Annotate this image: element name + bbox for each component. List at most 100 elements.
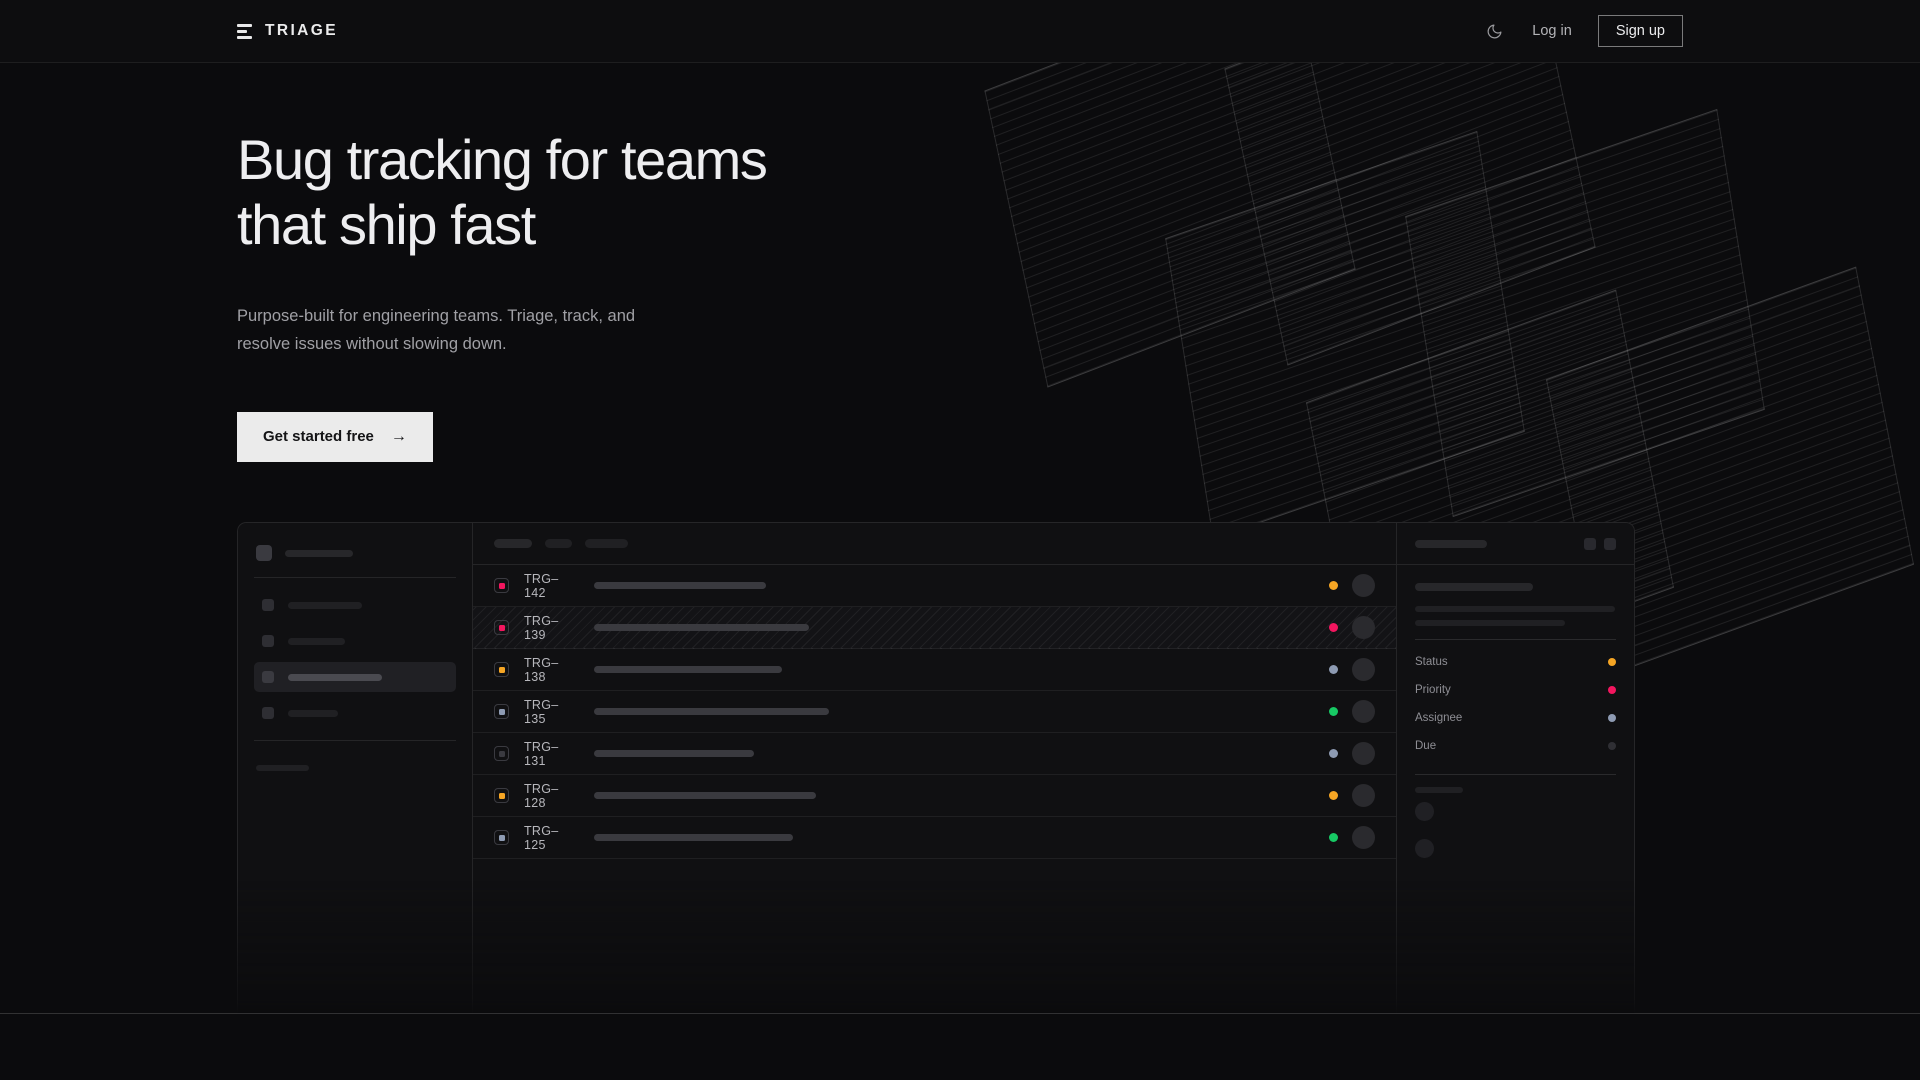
sidebar-item-3-label-skeleton: [288, 673, 382, 681]
sidebar-item-1-icon: [262, 599, 274, 611]
issue-title-skeleton: [594, 582, 766, 589]
avatar: [1352, 658, 1375, 681]
issue-id: TRG–125: [524, 823, 559, 852]
detail-field-value-dot: [1608, 742, 1616, 750]
table-row[interactable]: TRG–138: [473, 649, 1396, 691]
table-row[interactable]: TRG–142: [473, 565, 1396, 607]
table-row[interactable]: TRG–139: [473, 607, 1396, 649]
table-row[interactable]: TRG–131: [473, 733, 1396, 775]
table-row[interactable]: TRG–128: [473, 775, 1396, 817]
issue-status-badge: [494, 704, 509, 719]
detail-field-assignee[interactable]: Assignee: [1415, 704, 1616, 732]
issue-id: TRG–131: [524, 739, 559, 768]
detail-field-status[interactable]: Status: [1415, 648, 1616, 676]
detail-field-due[interactable]: Due: [1415, 732, 1616, 760]
issue-title-skeleton: [594, 708, 829, 715]
issue-priority-dot: [1329, 581, 1338, 590]
sidebar-divider-bottom: [254, 740, 456, 741]
detail-comments-label-skeleton: [1415, 787, 1463, 793]
issue-status-badge: [494, 746, 509, 761]
issue-status-badge: [494, 830, 509, 845]
avatar: [1352, 826, 1375, 849]
issue-title-skeleton: [594, 624, 809, 631]
hero-section: Bug tracking for teams that ship fast Pu…: [0, 63, 1920, 462]
detail-body-line-1: [1415, 606, 1615, 612]
issue-title-skeleton: [594, 666, 782, 673]
detail-field-label: Priority: [1415, 684, 1451, 696]
avatar: [1415, 839, 1434, 858]
issue-priority-dot: [1329, 623, 1338, 632]
sidebar-section-label-skeleton: [256, 765, 309, 771]
issue-id: TRG–135: [524, 697, 559, 726]
detail-field-value-dot: [1608, 686, 1616, 694]
preview-logo-label-skeleton: [285, 549, 353, 557]
toolbar-chip-1[interactable]: [494, 539, 532, 548]
preview-sidebar-section: [254, 753, 456, 843]
hero-subtitle: Purpose-built for engineering teams. Tri…: [237, 302, 717, 359]
section-divider: [0, 1013, 1920, 1014]
signup-button[interactable]: Sign up: [1597, 15, 1683, 47]
detail-body-line-2: [1415, 620, 1565, 626]
issue-status-badge: [494, 578, 509, 593]
detail-panel-header: [1397, 523, 1634, 565]
table-row[interactable]: TRG–135: [473, 691, 1396, 733]
detail-action-button-2[interactable]: [1604, 537, 1616, 550]
headline-line-1: Bug tracking for teams: [237, 128, 768, 191]
detail-field-label: Status: [1415, 656, 1448, 668]
sidebar-item-3[interactable]: [254, 662, 456, 692]
detail-action-button-1[interactable]: [1584, 537, 1596, 550]
get-started-button[interactable]: Get started free →: [237, 411, 433, 462]
sidebar-item-4-label-skeleton: [288, 709, 338, 717]
sidebar-item-4[interactable]: [254, 698, 456, 728]
sidebar-item-2[interactable]: [254, 626, 456, 656]
preview-sidebar-nav: [254, 590, 456, 728]
avatar: [1352, 784, 1375, 807]
top-navigation-bar: TRIAGE Log in Sign up: [0, 0, 1920, 63]
issue-priority-dot: [1329, 833, 1338, 842]
toolbar-chip-2[interactable]: [545, 539, 572, 548]
detail-divider-2: [1415, 774, 1616, 775]
sidebar-sub-item-1[interactable]: [254, 771, 456, 795]
sidebar-item-1[interactable]: [254, 590, 456, 620]
moon-icon[interactable]: [1482, 19, 1506, 43]
sidebar-item-2-label-skeleton: [288, 637, 345, 645]
nav-actions: Log in Sign up: [1482, 15, 1683, 47]
detail-field-value-dot: [1608, 658, 1616, 666]
issue-priority-dot: [1329, 749, 1338, 758]
login-link[interactable]: Log in: [1532, 23, 1572, 39]
avatar: [1352, 574, 1375, 597]
sidebar-sub-item-3[interactable]: [254, 819, 456, 843]
brand-name: TRIAGE: [265, 22, 338, 39]
issue-priority-dot: [1329, 791, 1338, 800]
issue-id: TRG–128: [524, 781, 559, 810]
sidebar-item-3-icon: [262, 671, 274, 683]
sidebar-item-2-icon: [262, 635, 274, 647]
preview-logo-icon: [256, 545, 272, 561]
issue-priority-dot: [1329, 707, 1338, 716]
subtitle-line-2: resolve issues without slowing down.: [237, 335, 507, 354]
page-title: Bug tracking for teams that ship fast: [237, 128, 897, 258]
table-row[interactable]: TRG–125: [473, 817, 1396, 859]
sidebar-divider-top: [254, 577, 456, 578]
headline-line-2: that ship fast: [237, 192, 536, 256]
issue-priority-dot: [1329, 665, 1338, 674]
triage-bars-icon: [237, 23, 252, 39]
preview-sidebar: [238, 523, 473, 1014]
toolbar-chip-3[interactable]: [585, 539, 628, 548]
subtitle-line-1: Purpose-built for engineering teams. Tri…: [237, 306, 636, 325]
sidebar-sub-item-2[interactable]: [254, 795, 456, 819]
detail-field-value-dot: [1608, 714, 1616, 722]
issue-status-badge: [494, 620, 509, 635]
sidebar-item-4-icon: [262, 707, 274, 719]
detail-field-priority[interactable]: Priority: [1415, 676, 1616, 704]
avatar: [1352, 742, 1375, 765]
brand-logo[interactable]: TRIAGE: [237, 22, 338, 40]
issue-title-skeleton: [594, 792, 816, 799]
detail-title-skeleton: [1415, 583, 1533, 591]
